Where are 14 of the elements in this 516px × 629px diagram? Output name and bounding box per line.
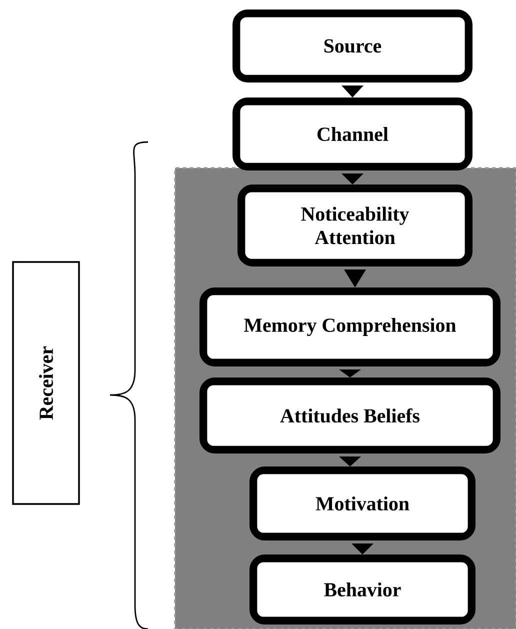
label-box: Receiver [12,261,80,505]
arrow [342,174,364,184]
arrow [344,270,366,288]
process-box: Motivation [249,466,476,541]
arrow [339,370,361,378]
arrow [342,86,364,98]
process-box: Memory Comprehension [199,287,501,367]
process-box: Noticeability Attention [237,184,473,267]
arrow [352,544,374,554]
process-box: Channel [232,98,473,171]
arrow [339,456,361,466]
process-box: Behavior [249,554,476,625]
process-box: Source [232,9,473,83]
process-box: Attitudes Beliefs [199,377,501,454]
